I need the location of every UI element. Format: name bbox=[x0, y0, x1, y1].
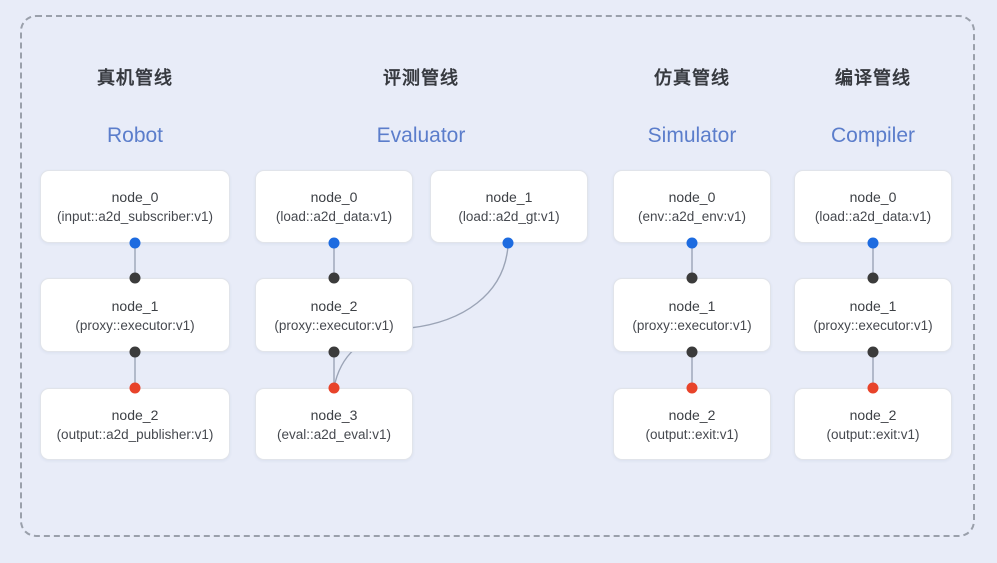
node-name: node_0 bbox=[849, 189, 897, 205]
pipeline-title-zh-simulator: 仿真管线 bbox=[654, 68, 730, 88]
node-name: node_1 bbox=[485, 189, 533, 205]
pipeline-title-en-robot: Robot bbox=[106, 124, 164, 147]
node-name: node_2 bbox=[111, 406, 159, 423]
node-name: node_1 bbox=[111, 297, 159, 314]
node-card-robot-0: node_0 (input::a2d_subscriber:v1) bbox=[40, 170, 230, 243]
pipeline-title-en-evaluator: Evaluator bbox=[376, 124, 466, 147]
pipeline-title-zh-compiler: 编译管线 bbox=[835, 68, 911, 88]
node-type: (proxy::executor:v1) bbox=[813, 317, 933, 333]
node-card-simulator-2: node_2 (output::exit:v1) bbox=[613, 388, 771, 460]
node-card-compiler-2: node_2 (output::exit:v1) bbox=[794, 388, 952, 460]
node-card-evaluator-2: node_2 (proxy::executor:v1) bbox=[255, 278, 413, 352]
pipeline-title-zh-robot: 真机管线 bbox=[97, 68, 173, 88]
node-type: (output::exit:v1) bbox=[645, 426, 739, 442]
dashed-frame bbox=[20, 15, 975, 537]
node-card-evaluator-3: node_3 (eval::a2d_eval:v1) bbox=[255, 388, 413, 460]
node-type: (proxy::executor:v1) bbox=[632, 317, 752, 333]
node-card-evaluator-1: node_1 (load::a2d_gt:v1) bbox=[430, 170, 588, 243]
node-type: (env::a2d_env:v1) bbox=[637, 209, 747, 224]
node-card-evaluator-0: node_0 (load::a2d_data:v1) bbox=[255, 170, 413, 243]
node-type: (load::a2d_data:v1) bbox=[275, 209, 393, 224]
node-type: (load::a2d_gt:v1) bbox=[458, 209, 560, 224]
pipeline-title-zh-evaluator: 评测管线 bbox=[383, 68, 459, 88]
node-name: node_0 bbox=[668, 189, 716, 205]
node-card-compiler-0: node_0 (load::a2d_data:v1) bbox=[794, 170, 952, 243]
node-card-simulator-0: node_0 (env::a2d_env:v1) bbox=[613, 170, 771, 243]
node-card-compiler-1: node_1 (proxy::executor:v1) bbox=[794, 278, 952, 352]
node-name: node_1 bbox=[668, 297, 716, 314]
node-name: node_1 bbox=[849, 297, 897, 314]
node-name: node_0 bbox=[111, 189, 159, 205]
node-name: node_3 bbox=[310, 406, 358, 423]
node-type: (output::a2d_publisher:v1) bbox=[56, 426, 214, 442]
node-type: (eval::a2d_eval:v1) bbox=[276, 426, 392, 442]
node-name: node_2 bbox=[849, 406, 897, 423]
node-card-simulator-1: node_1 (proxy::executor:v1) bbox=[613, 278, 771, 352]
node-type: (proxy::executor:v1) bbox=[274, 317, 394, 333]
node-type: (proxy::executor:v1) bbox=[75, 317, 195, 333]
node-card-robot-2: node_2 (output::a2d_publisher:v1) bbox=[40, 388, 230, 460]
pipeline-title-en-simulator: Simulator bbox=[647, 124, 737, 147]
node-type: (output::exit:v1) bbox=[826, 426, 920, 442]
node-type: (load::a2d_data:v1) bbox=[814, 209, 932, 224]
pipeline-title-en-compiler: Compiler bbox=[830, 124, 916, 147]
node-name: node_0 bbox=[310, 189, 358, 205]
node-name: node_2 bbox=[668, 406, 716, 423]
node-type: (input::a2d_subscriber:v1) bbox=[56, 209, 214, 224]
node-card-robot-1: node_1 (proxy::executor:v1) bbox=[40, 278, 230, 352]
node-name: node_2 bbox=[310, 297, 358, 314]
